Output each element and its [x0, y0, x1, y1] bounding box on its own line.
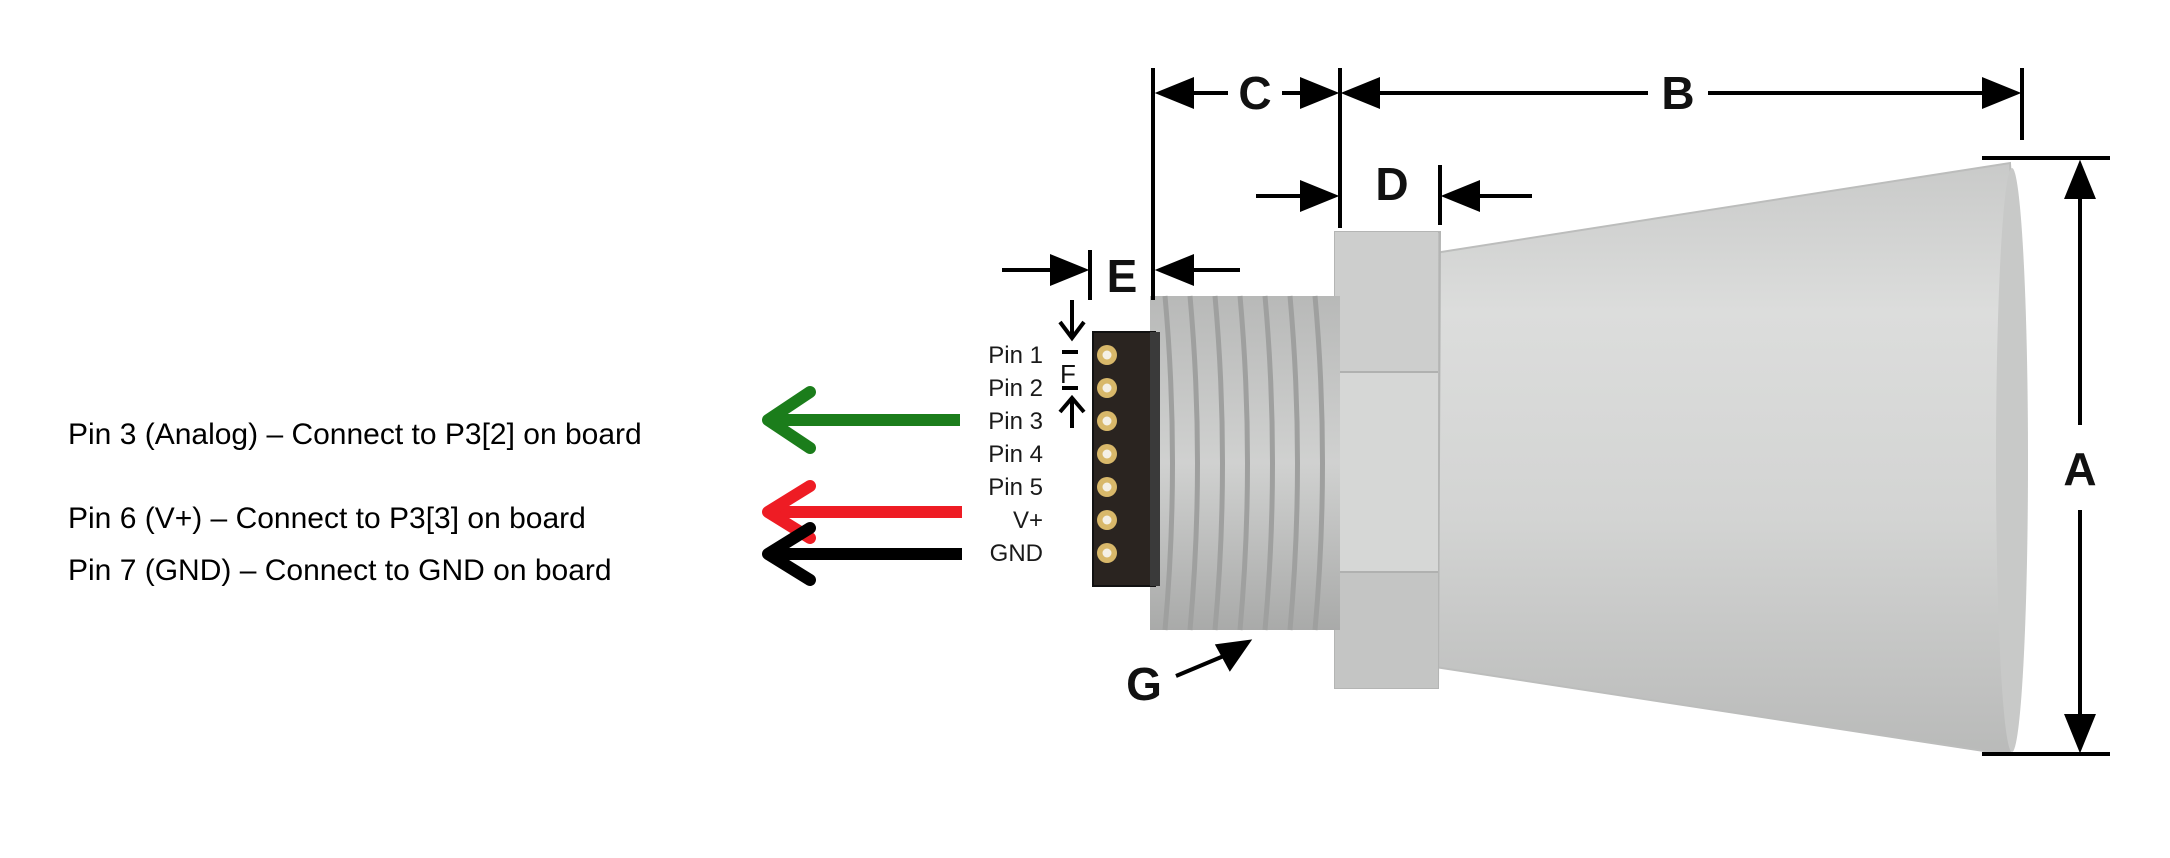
sensor-nut	[1334, 231, 1442, 689]
note-vplus: Pin 6 (V+) – Connect to P3[3] on board	[68, 502, 586, 535]
pin-label-2: Pin 2	[988, 375, 1043, 402]
note-analog: Pin 3 (Analog) – Connect to P3[2] on boa…	[68, 418, 642, 451]
pin-label-4: Pin 4	[988, 441, 1043, 468]
dimension-lines	[1002, 68, 2110, 756]
pin-label-1: Pin 1	[988, 342, 1043, 369]
pin-hole	[1102, 416, 1112, 426]
pin-hole	[1102, 515, 1112, 525]
pin-hole	[1102, 482, 1112, 492]
black-arrow	[762, 522, 962, 586]
sensor-thread	[1150, 295, 1340, 631]
pcb	[1092, 331, 1160, 587]
dim-label-b: B	[1661, 67, 1694, 119]
pin-hole	[1102, 383, 1112, 393]
pin-hole	[1102, 449, 1112, 459]
green-arrow	[762, 386, 960, 454]
note-gnd: Pin 7 (GND) – Connect to GND on board	[68, 554, 612, 587]
dim-label-d: D	[1375, 158, 1408, 210]
dim-label-e: E	[1107, 250, 1138, 302]
pin-label-3: Pin 3	[988, 408, 1043, 435]
dim-label-c: C	[1238, 67, 1271, 119]
dim-label-f: F	[1060, 359, 1076, 389]
dim-label-a: A	[2063, 443, 2096, 495]
pin-hole	[1102, 548, 1112, 558]
red-arrow	[762, 480, 962, 544]
pin-label-gnd: GND	[990, 540, 1043, 567]
pin-label-5: Pin 5	[988, 474, 1043, 501]
pin-hole	[1102, 350, 1112, 360]
pin-label-vplus: V+	[1013, 507, 1043, 534]
sensor-horn	[1421, 161, 2020, 757]
dim-label-g: G	[1126, 658, 1162, 710]
